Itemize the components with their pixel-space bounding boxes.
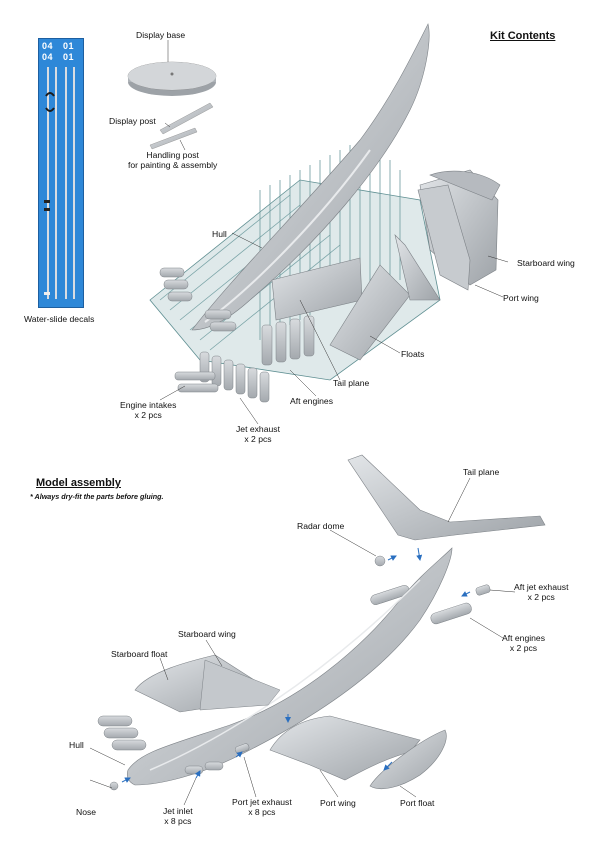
- label-tail-plane: Tail plane: [333, 378, 370, 388]
- label-aft-engines: Aft engines: [290, 396, 333, 406]
- kit-jet-exhaust: [174, 351, 270, 403]
- label-display-post: Display post: [109, 116, 156, 126]
- asm-label-aft-engines: Aft engines x 2 pcs: [502, 633, 545, 653]
- asm-label-port-wing: Port wing: [320, 798, 356, 808]
- asm-aft-engines: [370, 584, 491, 625]
- asm-radar-dome: [374, 555, 386, 567]
- decal-sheet: 04 01 04 01: [38, 38, 84, 308]
- label-starboard-wing: Starboard wing: [517, 258, 575, 268]
- label-decals: Water-slide decals: [24, 314, 95, 324]
- label-hull: Hull: [212, 229, 227, 239]
- label-handling-post: Handling post for painting & assembly: [128, 150, 218, 170]
- asm-label-aft-jet-exhaust: Aft jet exhaust x 2 pcs: [514, 582, 569, 602]
- asm-label-jet-inlet: Jet inlet x 8 pcs: [163, 806, 193, 826]
- kit-engine-intakes: [159, 267, 237, 332]
- model-assembly-title: Model assembly: [36, 477, 121, 489]
- asm-tail-plane: [347, 454, 546, 541]
- posts: [149, 102, 214, 150]
- assembly-leader-lines: [89, 477, 516, 806]
- asm-label-port-float: Port float: [400, 798, 435, 808]
- kit-floats: [329, 234, 441, 361]
- asm-nose: [109, 781, 119, 791]
- asm-label-tail-plane: Tail plane: [463, 467, 500, 477]
- kit-hull: [191, 23, 430, 331]
- asm-label-starboard-wing: Starboard wing: [178, 629, 236, 639]
- decal-number: 04: [42, 41, 54, 51]
- asm-port-float: [369, 729, 447, 789]
- kit-aft-engines: [261, 315, 315, 366]
- label-engine-intakes: Engine intakes x 2 pcs: [120, 400, 177, 420]
- decal-markings: [44, 92, 55, 295]
- display-base: [127, 61, 217, 96]
- label-display-base: Display base: [136, 30, 186, 40]
- kit-contents-title: Kit Contents: [490, 30, 556, 42]
- asm-intakes: [97, 715, 250, 775]
- assembly-arrows: [121, 547, 471, 783]
- label-floats: Floats: [401, 349, 425, 359]
- asm-label-port-jet-exhaust: Port jet exhaust x 8 pcs: [232, 797, 292, 817]
- label-jet-exhaust: Jet exhaust x 2 pcs: [236, 424, 280, 444]
- asm-label-hull: Hull: [69, 740, 84, 750]
- asm-starboard-wing: [134, 654, 281, 713]
- decal-number: 04: [42, 52, 54, 62]
- decal-number: 01: [63, 41, 75, 51]
- dry-fit-note: * Always dry-fit the parts before gluing…: [30, 492, 164, 501]
- kit-wings: [417, 169, 501, 291]
- asm-hull: [126, 547, 453, 786]
- asm-label-radar-dome: Radar dome: [297, 521, 345, 531]
- kit-leader-lines: [159, 40, 509, 425]
- asm-label-starboard-float: Starboard float: [111, 649, 168, 659]
- decal-number: 01: [63, 52, 75, 62]
- asm-label-nose: Nose: [76, 807, 97, 817]
- label-port-wing: Port wing: [503, 293, 539, 303]
